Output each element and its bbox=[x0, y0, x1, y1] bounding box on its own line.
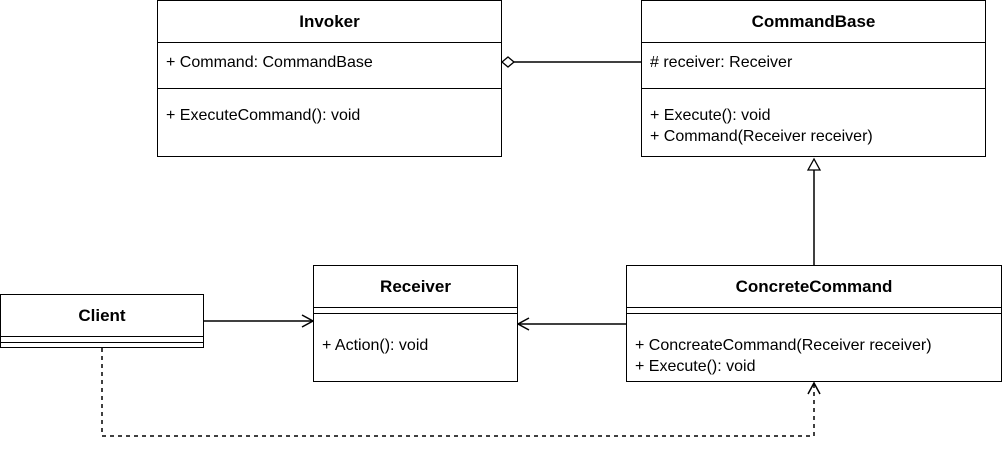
class-invoker-methods: + ExecuteCommand(): void bbox=[158, 88, 501, 126]
method: + ConcreateCommand(Receiver receiver) bbox=[635, 337, 932, 354]
class-client-attributes bbox=[1, 336, 203, 342]
class-receiver[interactable]: Receiver + Action(): void bbox=[313, 265, 518, 382]
class-receiver-attributes bbox=[314, 307, 517, 313]
class-commandbase[interactable]: CommandBase # receiver: Receiver + Execu… bbox=[641, 0, 986, 157]
method: + Command(Receiver receiver) bbox=[650, 128, 873, 145]
method: + Execute(): void bbox=[635, 358, 756, 375]
dependency-client-concretecommand bbox=[101, 348, 821, 437]
method: + Action(): void bbox=[322, 337, 429, 354]
class-invoker-name: Invoker bbox=[299, 12, 360, 31]
class-concretecommand-name: ConcreteCommand bbox=[735, 277, 893, 296]
attribute: + Command: CommandBase bbox=[166, 54, 373, 71]
class-concretecommand-attributes bbox=[627, 307, 1001, 313]
class-receiver-methods: + Action(): void bbox=[314, 313, 517, 356]
class-concretecommand[interactable]: ConcreteCommand + ConcreateCommand(Recei… bbox=[626, 265, 1002, 382]
class-invoker[interactable]: Invoker + Command: CommandBase + Execute… bbox=[157, 0, 502, 157]
class-client[interactable]: Client bbox=[0, 294, 204, 348]
association-client-receiver bbox=[204, 314, 315, 328]
class-client-name: Client bbox=[78, 306, 126, 325]
class-client-methods bbox=[1, 342, 203, 346]
method: + ExecuteCommand(): void bbox=[166, 107, 361, 124]
class-commandbase-attributes: # receiver: Receiver bbox=[642, 42, 985, 88]
attribute: # receiver: Receiver bbox=[650, 54, 793, 71]
class-invoker-attributes: + Command: CommandBase bbox=[158, 42, 501, 88]
aggregation-invoker-commandbase bbox=[500, 56, 641, 68]
class-receiver-name: Receiver bbox=[380, 277, 451, 296]
class-commandbase-methods: + Execute(): void + Command(Receiver rec… bbox=[642, 88, 985, 147]
method: + Execute(): void bbox=[650, 107, 771, 124]
association-concretecommand-receiver bbox=[516, 317, 626, 331]
class-concretecommand-methods: + ConcreateCommand(Receiver receiver) + … bbox=[627, 313, 1001, 377]
generalization-concretecommand-commandbase bbox=[806, 157, 822, 266]
class-commandbase-name: CommandBase bbox=[751, 12, 876, 31]
